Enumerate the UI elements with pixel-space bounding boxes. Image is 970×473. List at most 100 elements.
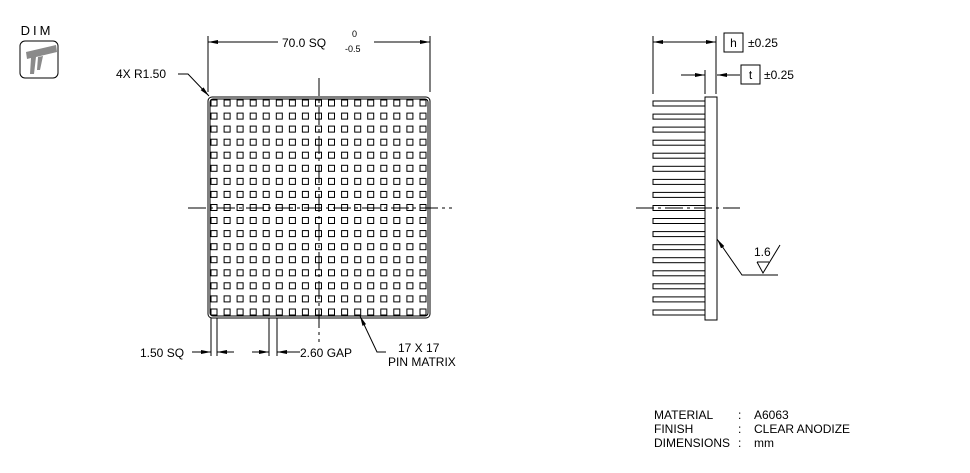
pin xyxy=(315,243,322,251)
pin xyxy=(223,138,231,146)
pin xyxy=(275,230,283,238)
pin xyxy=(354,217,362,224)
thickness-symbol-box xyxy=(740,64,761,85)
pin xyxy=(275,112,283,120)
dim-button[interactable]: DIM xyxy=(19,23,59,79)
pin xyxy=(275,282,283,290)
pin xyxy=(367,243,375,251)
pin xyxy=(275,217,283,224)
note-separator: : xyxy=(738,422,741,436)
fin-array xyxy=(652,100,706,316)
pin xyxy=(328,243,335,251)
pin xyxy=(354,230,362,238)
pin xyxy=(406,230,414,238)
pin xyxy=(354,125,362,133)
pin xyxy=(393,125,401,133)
pin xyxy=(354,151,362,159)
pin xyxy=(223,269,231,277)
pin xyxy=(393,308,401,316)
pin xyxy=(406,269,414,277)
pin xyxy=(419,282,427,290)
caliper-icon xyxy=(26,45,57,74)
pin xyxy=(367,308,375,316)
pin xyxy=(262,269,270,277)
pin xyxy=(367,112,375,120)
pin xyxy=(262,151,270,159)
note-separator: : xyxy=(738,436,741,450)
pin xyxy=(393,230,401,238)
pin xyxy=(367,295,375,303)
pin xyxy=(275,295,283,303)
pin xyxy=(236,138,244,146)
pin xyxy=(393,269,401,277)
fin xyxy=(652,257,706,264)
pin xyxy=(341,230,349,238)
tolerance-lower: -0.5 xyxy=(345,44,361,54)
pin xyxy=(380,282,388,290)
pin xyxy=(236,164,244,172)
pin xyxy=(354,282,362,290)
pin xyxy=(236,282,244,290)
pin xyxy=(419,308,427,316)
pin xyxy=(393,217,401,224)
pin xyxy=(341,282,349,290)
pin xyxy=(301,282,309,290)
pin xyxy=(275,308,283,316)
pin xyxy=(406,138,414,146)
pin xyxy=(380,243,388,251)
pin xyxy=(341,125,349,133)
pin xyxy=(301,269,309,277)
pin xyxy=(223,190,231,198)
pin xyxy=(341,308,349,316)
surface-finish-symbol xyxy=(756,244,781,275)
pin xyxy=(354,177,362,185)
matrix-label-line2: PIN MATRIX xyxy=(388,355,456,369)
pin xyxy=(354,204,362,211)
pin xyxy=(210,217,218,224)
thickness-tolerance: ±0.25 xyxy=(764,68,794,82)
pin xyxy=(249,190,257,198)
pin xyxy=(367,177,375,185)
pin xyxy=(419,151,427,159)
pin xyxy=(249,177,257,185)
pin xyxy=(328,295,335,303)
pin xyxy=(210,308,218,316)
fin xyxy=(652,191,706,198)
pin xyxy=(210,295,218,303)
pin xyxy=(367,269,375,277)
pin xyxy=(262,138,270,146)
pin xyxy=(262,282,270,290)
corner-radius-label: 4X R1.50 xyxy=(116,67,166,81)
pin xyxy=(236,295,244,303)
pin xyxy=(301,217,309,224)
pin xyxy=(275,125,283,133)
pin xyxy=(249,295,257,303)
pin xyxy=(262,308,270,316)
pin xyxy=(367,138,375,146)
pin xyxy=(210,256,218,264)
pin xyxy=(210,125,218,133)
pin xyxy=(249,243,257,251)
pin xyxy=(341,243,349,251)
pin xyxy=(275,269,283,277)
pin xyxy=(210,190,218,198)
pin xyxy=(288,243,296,251)
pin xyxy=(419,217,427,224)
pin xyxy=(223,282,231,290)
pin xyxy=(380,217,388,224)
pin xyxy=(419,243,427,251)
pin xyxy=(288,256,296,264)
pin xyxy=(236,99,244,107)
tolerance-upper: 0 xyxy=(352,29,357,39)
pin xyxy=(380,164,388,172)
pin xyxy=(288,138,296,146)
pin xyxy=(406,177,414,185)
pin xyxy=(262,295,270,303)
pin xyxy=(249,99,257,107)
pin xyxy=(380,295,388,303)
pin xyxy=(380,138,388,146)
fin xyxy=(652,218,706,224)
pin xyxy=(328,282,335,290)
pin xyxy=(236,256,244,264)
fin xyxy=(652,270,706,277)
